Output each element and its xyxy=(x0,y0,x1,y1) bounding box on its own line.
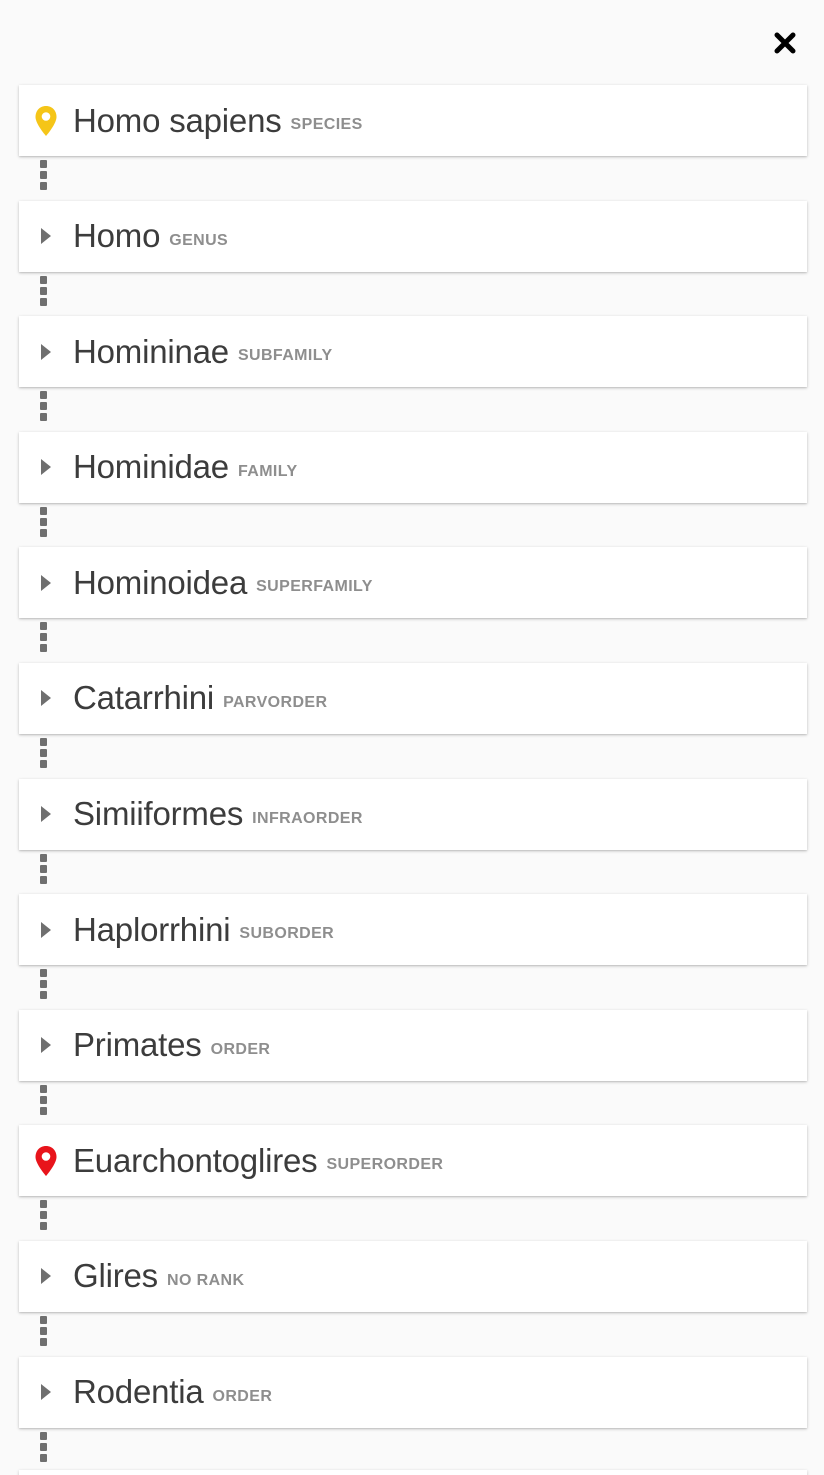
lineage-connector xyxy=(40,505,48,547)
expand-arrow-icon[interactable] xyxy=(19,316,73,387)
lineage-card-4[interactable]: Hominoidea superfamily xyxy=(19,547,807,619)
lineage-card-3[interactable]: Hominidae family xyxy=(19,431,807,503)
lineage-connector xyxy=(40,1083,48,1125)
expand-arrow-icon[interactable] xyxy=(19,1241,73,1312)
lineage-item: Haplorrhini suborder xyxy=(19,894,807,1010)
lineage-connector xyxy=(40,967,48,1009)
lineage-list: Homo sapiens speciesHomo genusHomininae sub… xyxy=(19,85,807,1472)
taxon-rank: infraorder xyxy=(252,809,363,827)
taxon-rank: genus xyxy=(169,231,229,249)
lineage-item: Rodentia order xyxy=(19,1356,807,1473)
lineage-item: Euarchontoglires superorder xyxy=(19,1125,807,1241)
lineage-item: Primates order xyxy=(19,1009,807,1126)
lineage-card-11[interactable]: Rodentia order xyxy=(19,1356,807,1428)
lineage-item: Homo genus xyxy=(19,200,807,317)
taxon-rank: order xyxy=(212,1387,273,1405)
expand-arrow-icon[interactable] xyxy=(19,432,73,503)
lineage-connector xyxy=(40,158,48,200)
lineage-item: Hominoidea superfamily xyxy=(19,547,807,663)
taxon-rank: superorder xyxy=(326,1156,444,1174)
lineage-connector xyxy=(40,1430,48,1472)
lineage-next-card-partial xyxy=(19,1470,807,1475)
lineage-card-8[interactable]: Primates order xyxy=(19,1009,807,1081)
expand-arrow-icon[interactable] xyxy=(19,663,73,734)
taxon-rank: order xyxy=(210,1040,271,1058)
lineage-connector xyxy=(40,620,48,662)
expand-arrow-icon[interactable] xyxy=(19,779,73,850)
taxon-rank: parvorder xyxy=(223,693,328,711)
taxon-name: Hominidae xyxy=(73,448,229,486)
taxon-name: Euarchontoglires xyxy=(73,1141,318,1179)
close-icon xyxy=(774,32,796,54)
lineage-card-9[interactable]: Euarchontoglires superorder xyxy=(19,1125,807,1197)
lineage-item: Hominidae family xyxy=(19,431,807,548)
lineage-item: Homo sapiens species xyxy=(19,85,807,201)
close-button[interactable] xyxy=(768,26,802,60)
lineage-card-5[interactable]: Catarrhini parvorder xyxy=(19,662,807,734)
expand-arrow-icon[interactable] xyxy=(19,201,73,272)
taxon-rank: species xyxy=(290,116,363,133)
taxon-name: Homo sapiens xyxy=(73,101,282,139)
lineage-connector xyxy=(40,1198,48,1240)
lineage-card-0[interactable]: Homo sapiens species xyxy=(19,85,807,156)
lineage-card-10[interactable]: Glires no rank xyxy=(19,1240,807,1312)
taxon-name: Hominoidea xyxy=(73,563,248,601)
taxon-name: Homo xyxy=(73,217,161,255)
yellow-map-pin-icon xyxy=(19,85,73,156)
taxon-name: Homininae xyxy=(73,332,229,370)
lineage-connector xyxy=(40,1314,48,1356)
lineage-card-2[interactable]: Homininae subfamily xyxy=(19,316,807,388)
expand-arrow-icon[interactable] xyxy=(19,1010,73,1081)
lineage-card-6[interactable]: Simiiformes infraorder xyxy=(19,778,807,850)
taxon-rank: subfamily xyxy=(237,347,333,365)
lineage-item: Glires no rank xyxy=(19,1240,807,1357)
lineage-connector xyxy=(40,389,48,431)
expand-arrow-icon[interactable] xyxy=(19,1357,73,1428)
taxon-name: Catarrhini xyxy=(73,679,215,717)
taxon-rank: family xyxy=(237,462,298,480)
lineage-connector xyxy=(40,274,48,316)
lineage-item: Homininae subfamily xyxy=(19,316,807,432)
lineage-connector xyxy=(40,736,48,778)
lineage-item: Catarrhini parvorder xyxy=(19,662,807,779)
expand-arrow-icon[interactable] xyxy=(19,547,73,618)
taxon-name: Glires xyxy=(73,1257,158,1295)
taxon-name: Simiiformes xyxy=(73,795,244,833)
taxon-name: Primates xyxy=(73,1026,202,1064)
red-map-pin-icon xyxy=(19,1125,73,1196)
taxon-rank: no rank xyxy=(166,1271,245,1289)
lineage-card-1[interactable]: Homo genus xyxy=(19,200,807,272)
taxon-rank: superfamily xyxy=(256,578,373,596)
taxon-rank: suborder xyxy=(239,925,335,943)
taxon-name: Rodentia xyxy=(73,1373,204,1411)
lineage-connector xyxy=(40,852,48,894)
expand-arrow-icon[interactable] xyxy=(19,894,73,965)
taxon-name: Haplorrhini xyxy=(73,910,231,948)
lineage-card-7[interactable]: Haplorrhini suborder xyxy=(19,894,807,966)
lineage-item: Simiiformes infraorder xyxy=(19,778,807,895)
